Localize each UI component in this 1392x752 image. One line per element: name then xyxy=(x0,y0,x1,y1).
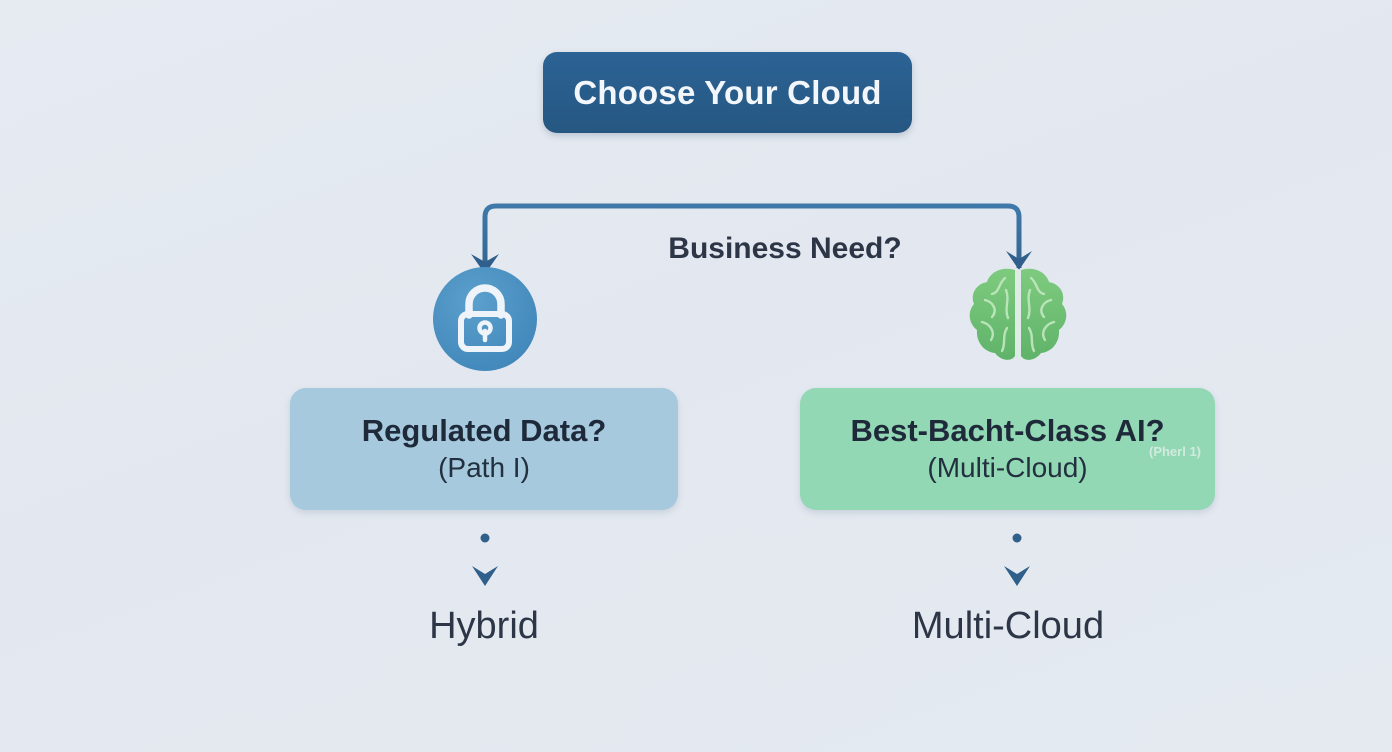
connector-dot-left xyxy=(480,533,490,543)
arrowhead-to-outcome-right xyxy=(1004,566,1030,586)
decision-box-right-title: Best-Bacht-Class AI? xyxy=(850,412,1165,448)
brain-icon-svg xyxy=(969,268,1067,360)
connector-dot-right xyxy=(1012,533,1022,543)
decision-box-right-subtitle: (Multi-Cloud) xyxy=(927,451,1088,483)
outcome-label-hybrid: Hybrid xyxy=(429,605,539,647)
brain-icon xyxy=(962,260,1074,372)
outcome-label-multi-cloud: Multi-Cloud xyxy=(911,605,1105,647)
decision-box-best-in-class-ai[interactable]: Best-Bacht-Class AI? (Multi-Cloud) (Pher… xyxy=(800,388,1215,510)
lock-icon xyxy=(432,266,538,372)
branch-question-label: Business Need? xyxy=(668,232,902,265)
decision-box-left-title: Regulated Data? xyxy=(361,412,607,448)
decision-box-left-subtitle: (Path I) xyxy=(438,451,530,483)
arrowhead-to-outcome-left xyxy=(472,566,498,586)
root-node-choose-your-cloud[interactable]: Choose Your Cloud xyxy=(543,52,912,133)
decision-box-right-ghost-note: (Pherl 1) xyxy=(1148,444,1201,459)
lock-icon-svg xyxy=(433,267,537,371)
decision-box-regulated-data[interactable]: Regulated Data? (Path I) xyxy=(290,388,678,510)
root-node-label: Choose Your Cloud xyxy=(573,73,882,111)
